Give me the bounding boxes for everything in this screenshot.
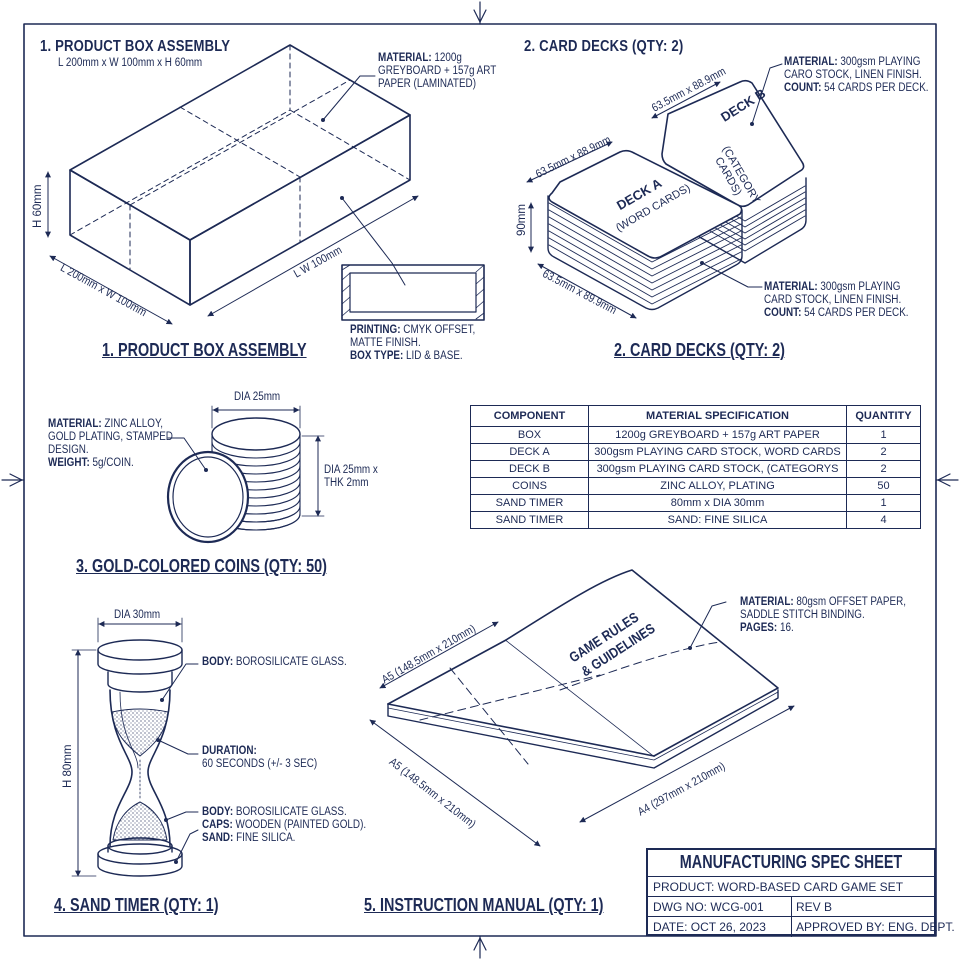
coins-caption: 3. GOLD-COLORED COINS (QTY: 50) — [76, 556, 327, 576]
title-block-date-row: DATE: OCT 26, 2023 APPROVED BY: ENG. DEP… — [648, 916, 955, 937]
spec-cell: 2 — [846, 460, 921, 478]
spec-cell: SAND TIMER — [470, 511, 589, 529]
spec-header-cell: COMPONENT — [470, 405, 589, 427]
spec-cell: DECK A — [470, 443, 589, 461]
title-block-rev: REV B — [796, 900, 833, 914]
box-dimensions: L 200mm x W 100mm x H 60mm — [58, 57, 203, 69]
spec-cell: 80mm x DIA 30mm — [588, 494, 847, 512]
sand-timer-drawing — [71, 617, 199, 877]
spec-table-row: SAND TIMER SAND: FINE SILICA 4 — [470, 511, 921, 529]
deck-height-dim: 90mm — [516, 204, 528, 236]
cards-heading: 2. CARD DECKS (QTY: 2) — [524, 38, 684, 55]
coins-drawing — [166, 405, 325, 544]
spec-cell: 2 — [846, 443, 921, 461]
spec-cell: 1 — [846, 494, 921, 512]
spec-table-row: SAND TIMER 80mm x DIA 30mm 1 — [470, 494, 921, 512]
title-block-title-text: MANUFACTURING SPEC SHEET — [679, 852, 903, 872]
manual-drawing — [369, 569, 795, 847]
timer-body-note: BODY: BOROSILICATE GLASS. — [202, 656, 347, 668]
card-decks-drawing — [526, 63, 807, 319]
box-height-dim: H 60mm — [32, 184, 44, 228]
box-drawing — [45, 44, 485, 325]
title-block-dwg-row: DWG NO: WCG-001 REV B — [648, 896, 934, 917]
box-material-note: MATERIAL: 1200g GREYBOARD + 157g ART PAP… — [378, 52, 497, 90]
spec-cell: 4 — [846, 511, 921, 529]
spec-table-row: DECK B 300gsm PLAYING CARD STOCK, (CATEG… — [470, 460, 921, 478]
manual-caption: 5. INSTRUCTION MANUAL (QTY: 1) — [364, 895, 604, 915]
title-block-product-row: PRODUCT: WORD-BASED CARD GAME SET — [648, 876, 934, 897]
spec-cell: COINS — [470, 477, 589, 495]
spec-table-row: BOX 1200g GREYBOARD + 157g ART PAPER 1 — [470, 426, 921, 444]
spec-cell: 1200g GREYBOARD + 157g ART PAPER — [588, 426, 847, 444]
spec-cell: 1 — [846, 426, 921, 444]
spec-cell: DECK B — [470, 460, 589, 478]
cards-caption: 2. CARD DECKS (QTY: 2) — [614, 340, 785, 360]
spec-table-row: COINS ZINC ALLOY, PLATING 50 — [470, 477, 921, 495]
coins-material-note: MATERIAL: ZINC ALLOY, GOLD PLATING, STAM… — [48, 418, 173, 469]
cards-top-note: MATERIAL: 300gsm PLAYING CARO STOCK, LIN… — [784, 56, 929, 94]
timer-dia-dim: DIA 30mm — [114, 609, 161, 621]
title-block-dwg: DWG NO: WCG-001 — [648, 897, 792, 917]
coins-side-dim: DIA 25mm x THK 2mm — [324, 464, 378, 489]
box-caption: 1. PRODUCT BOX ASSEMBLY — [102, 340, 307, 360]
spec-cell: SAND: FINE SILICA — [588, 511, 847, 529]
spec-table-header: COMPONENT MATERIAL SPECIFICATION QUANTIT… — [470, 405, 921, 427]
title-block-product: PRODUCT: WORD-BASED CARD GAME SET — [653, 880, 904, 894]
spec-cell: 300gsm PLAYING CARD STOCK, (CATEGORYS — [588, 460, 847, 478]
title-block-title: MANUFACTURING SPEC SHEET — [648, 852, 934, 873]
timer-materials-note: BODY: BOROSILICATE GLASS. CAPS: WOODEN (… — [202, 806, 367, 844]
spec-header-cell: MATERIAL SPECIFICATION — [588, 405, 847, 427]
spec-header-cell: QUANTITY — [846, 405, 921, 427]
spec-cell: BOX — [470, 426, 589, 444]
spec-cell: 50 — [846, 477, 921, 495]
coins-dia-dim: DIA 25mm — [234, 391, 281, 403]
cards-bottom-note: MATERIAL: 300gsm PLAYING CARD STOCK, LIN… — [764, 281, 909, 319]
timer-caption: 4. SAND TIMER (QTY: 1) — [54, 895, 219, 915]
spec-cell: SAND TIMER — [470, 494, 589, 512]
title-block-date: DATE: OCT 26, 2023 — [648, 917, 792, 937]
spec-cell: ZINC ALLOY, PLATING — [588, 477, 847, 495]
timer-duration-note: DURATION: 60 SECONDS (+/- 3 SEC) — [202, 745, 318, 770]
spec-table-row: DECK A 300gsm PLAYING CARD STOCK, WORD C… — [470, 443, 921, 461]
title-block: MANUFACTURING SPEC SHEET PRODUCT: WORD-B… — [646, 848, 955, 937]
spec-cell: 300gsm PLAYING CARD STOCK, WORD CARDS — [588, 443, 847, 461]
box-printing-note: PRINTING: CMYK OFFSET, MATTE FINISH. BOX… — [350, 324, 476, 362]
spec-table: COMPONENT MATERIAL SPECIFICATION QUANTIT… — [470, 405, 921, 529]
box-heading: 1. PRODUCT BOX ASSEMBLY — [40, 38, 231, 55]
manual-material-note: MATERIAL: 80gsm OFFSET PAPER, SADDLE STI… — [740, 596, 906, 634]
timer-height-dim: H 80mm — [62, 744, 74, 788]
title-block-approved: APPROVED BY: ENG. DEPT. — [796, 920, 955, 934]
